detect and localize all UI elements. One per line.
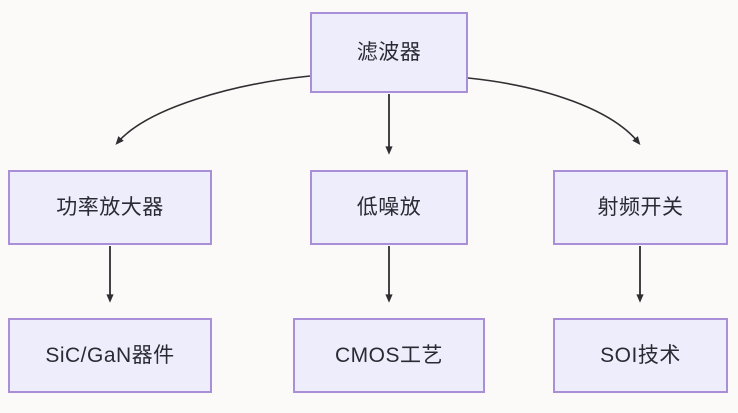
node-sic-gan-device-label: SiC/GaN器件 (45, 344, 175, 367)
node-power-amplifier[interactable]: 功率放大器 (8, 170, 212, 245)
node-rf-switch[interactable]: 射频开关 (553, 170, 728, 245)
node-sic-gan-device[interactable]: SiC/GaN器件 (8, 318, 212, 393)
node-cmos-process[interactable]: CMOS工艺 (293, 318, 485, 393)
edge-root-to-rf-switch (467, 77, 641, 145)
edge-root-to-power-amplifier (115, 75, 311, 145)
node-filter[interactable]: 滤波器 (310, 12, 468, 93)
node-cmos-process-label: CMOS工艺 (335, 344, 443, 367)
node-low-noise-amplifier[interactable]: 低噪放 (310, 170, 468, 245)
node-soi-technology[interactable]: SOI技术 (553, 318, 728, 393)
node-power-amplifier-label: 功率放大器 (56, 196, 164, 219)
node-rf-switch-label: 射频开关 (597, 196, 684, 219)
node-soi-technology-label: SOI技术 (600, 344, 681, 367)
node-filter-label: 滤波器 (356, 41, 422, 64)
node-low-noise-amplifier-label: 低噪放 (356, 196, 422, 219)
